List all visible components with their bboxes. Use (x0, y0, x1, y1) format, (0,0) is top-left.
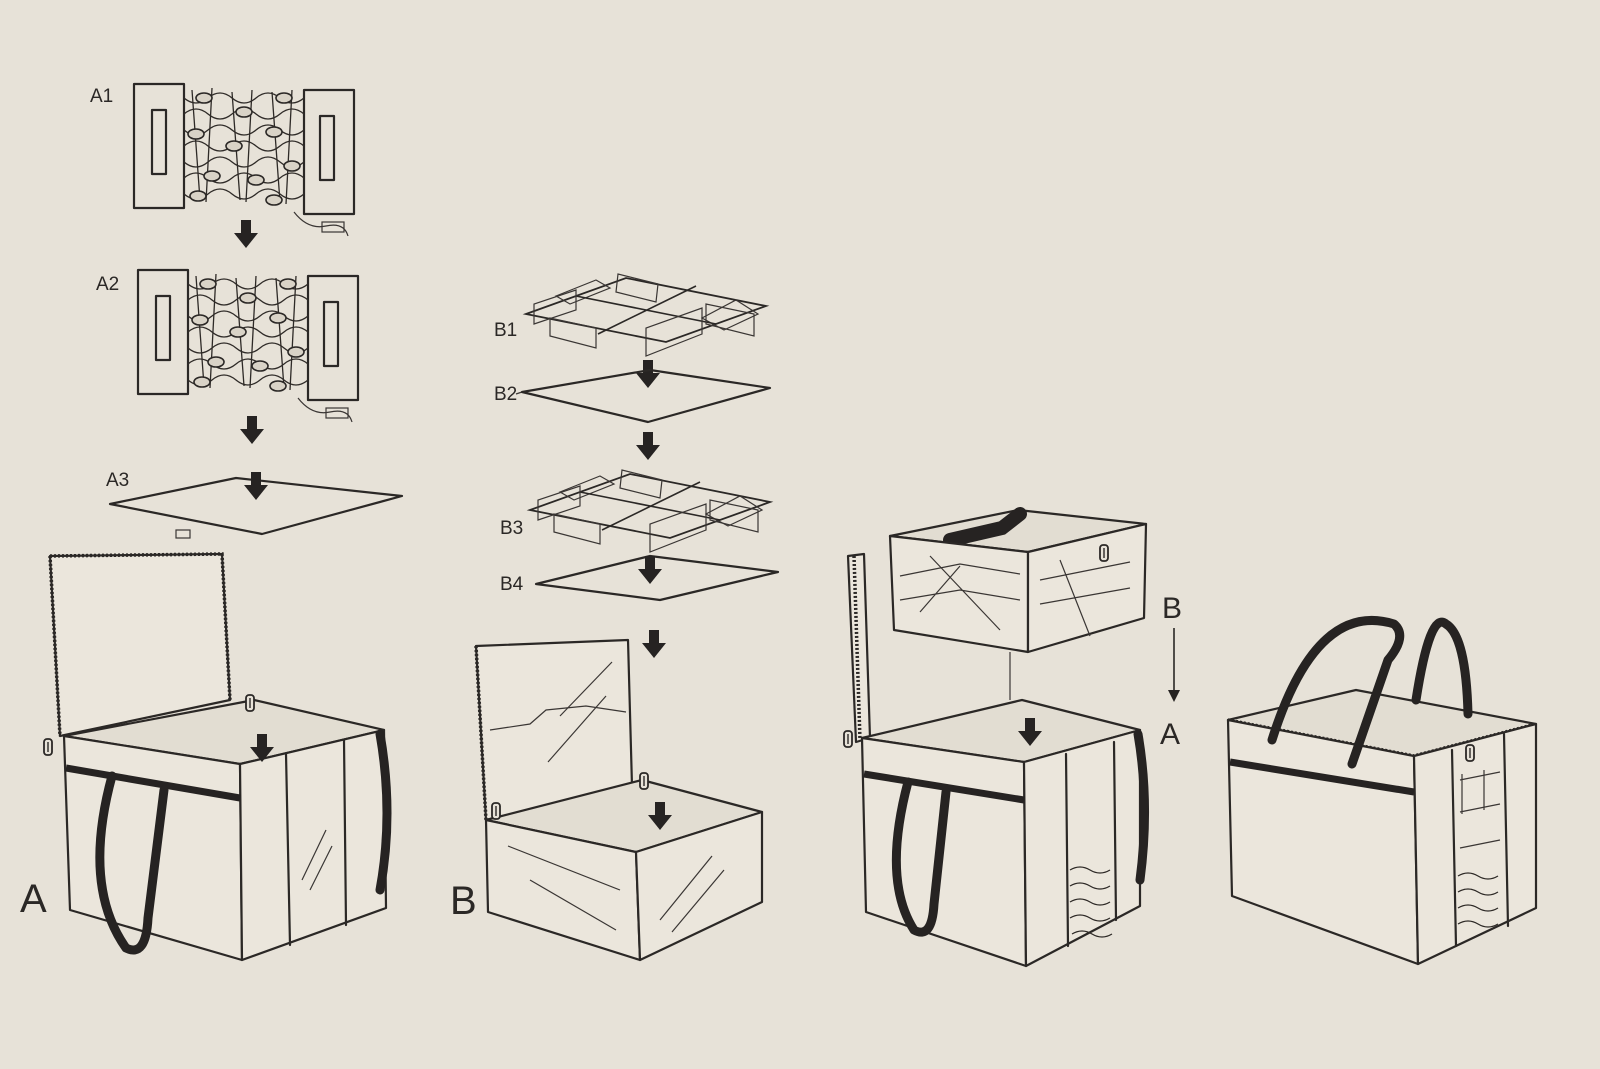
label-b3: B3 (500, 518, 523, 539)
label-b1: B1 (494, 320, 517, 341)
label-stack-top: B (1162, 592, 1182, 625)
label-stack-bottom: A (1160, 718, 1180, 751)
final-closed-bag (1226, 616, 1538, 966)
zipper-pull-icon (843, 730, 853, 748)
stack-a-side-strap (1133, 729, 1150, 885)
zipper-pull-icon (245, 694, 255, 712)
light-string-icon (132, 82, 356, 238)
step-b1-divider: B1 (494, 273, 767, 357)
label-a3: A3 (106, 470, 129, 491)
label-b4: B4 (500, 574, 524, 595)
zipper-pull-icon (639, 772, 649, 790)
b4-sheet (534, 554, 780, 602)
step-b4-sheet: B4 (500, 554, 780, 602)
base-sheet (108, 476, 404, 536)
label-box-b: B (450, 879, 477, 923)
step-a2-light-reel: A2 (96, 268, 360, 424)
zipper-pull-icon (43, 738, 53, 756)
stack-a-handle (891, 777, 951, 937)
final-bag-side (1412, 722, 1538, 966)
box-b-on-top (888, 507, 1148, 700)
down-arrow-icon (636, 360, 660, 388)
stack-a-side (1022, 728, 1142, 968)
down-arrow-icon (636, 432, 660, 460)
final-bag-handle-front (1267, 616, 1405, 769)
box-a-open: A (20, 552, 392, 962)
zipper-pull-icon (1465, 744, 1475, 762)
light-string-icon (136, 268, 360, 424)
label-a1: A1 (90, 86, 113, 107)
down-arrow-icon (234, 220, 258, 248)
final-bag-handle-back (1411, 617, 1473, 719)
stack-direction-indicator: B A (1160, 592, 1182, 751)
down-arrow-icon (240, 416, 264, 444)
down-arrow-icon (244, 472, 268, 500)
down-arrow-icon (638, 556, 662, 584)
label-a2: A2 (96, 274, 119, 295)
step-a3-base-sheet: A3 (106, 470, 404, 539)
down-arrow-icon (642, 630, 666, 658)
box-b-open: B (450, 638, 764, 962)
label-b2: B2 (494, 384, 517, 405)
stack-b-side (1026, 522, 1148, 654)
final-bag-front (1226, 718, 1420, 966)
zipper-pull-icon (491, 802, 501, 820)
stack-b-front (888, 534, 1030, 654)
b2-sheet (520, 368, 772, 424)
step-b2-sheet: B2 (494, 368, 772, 424)
box-a-side-strap (375, 729, 392, 895)
step-b3-divider: B3 (500, 469, 771, 553)
step-a1-light-reel: A1 (90, 82, 356, 238)
box-b-side (634, 810, 764, 962)
box-a-side (238, 728, 388, 962)
box-a-handle (95, 771, 169, 955)
label-box-a: A (20, 877, 47, 921)
box-a-bottom-stacked (843, 552, 1150, 968)
zipper-pull-icon (1099, 544, 1109, 562)
